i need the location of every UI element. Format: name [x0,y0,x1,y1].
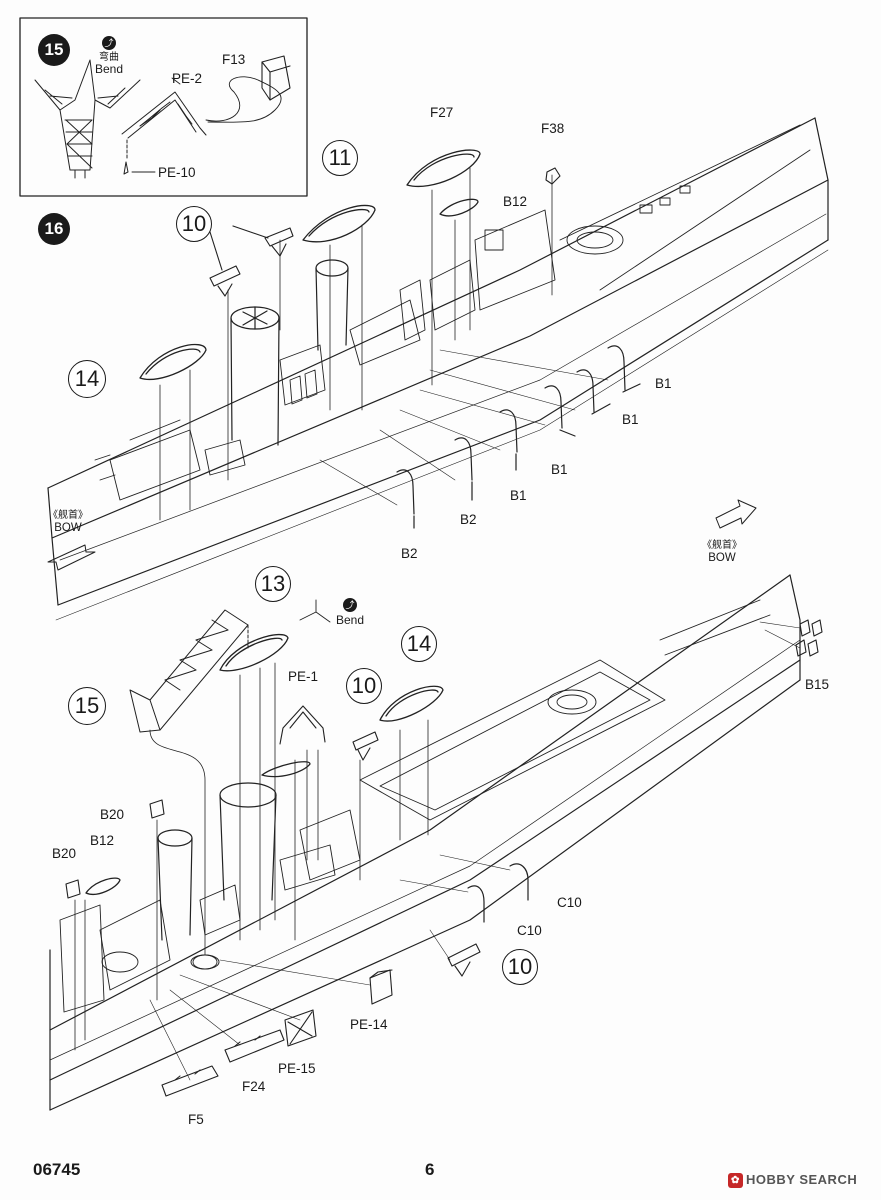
step17-part-f5: F5 [188,1112,204,1127]
step16-part-b1-c: B1 [551,462,568,477]
step17-callout-14: 14 [401,626,437,662]
step17-part-c10-a: C10 [557,895,582,910]
step16-part-b1-b: B1 [622,412,639,427]
bow-label-cn: 《舰首》 [48,510,88,521]
step17-deck-details [59,599,771,1013]
step16-part-b2-a: B2 [460,512,477,527]
step15-pe10-hook [123,161,129,175]
step16-ladders-b1-b2 [319,345,641,529]
step16-callout-10: 10 [176,206,212,242]
bend-label-en: Bend [95,62,124,76]
hobby-search-logo-icon: ✿ [728,1173,743,1189]
step16-hull [47,117,829,621]
step16-funnel-fore [230,306,280,446]
step15-part-pe10: PE-10 [158,165,196,180]
step16-deck-details [94,124,811,501]
step17-b15-parts [759,619,823,657]
step17-part-pe14: PE-14 [350,1017,388,1032]
step16-callout-14: 14 [68,360,106,398]
bend-icon: ⤴ [343,598,358,612]
step17-part-f24: F24 [242,1079,266,1094]
step15-f13-part [261,55,291,101]
page-number: 6 [425,1160,435,1179]
step16-part-b12: B12 [503,194,528,209]
step15-number: 15 [38,34,70,66]
bend-label-en: Bend [336,613,365,627]
step17-bow-arrow-right [715,499,757,529]
step17-pe14-part [369,969,393,1005]
step17-part-b20-b: B20 [52,846,77,861]
bend-label-cn: 弯曲 [99,52,120,63]
bend-icon: ⤴ [102,36,117,50]
step17-funnel-aft [157,829,193,941]
step16-bow-indicator: 《舰首》 BOW [48,509,88,535]
step16-part-b1-d: B1 [510,488,527,503]
step17-bow-indicator: 《舰首》 BOW [702,539,742,565]
step17-bend-note: ⤴ Bend [336,598,364,627]
step17-gun-10 [352,731,481,977]
step16-assembly-lines [159,167,553,521]
step17-callout-15: 15 [68,687,106,725]
step17-part-pe1: PE-1 [288,669,319,684]
step17-f5-part [161,1065,219,1097]
watermark-text: HOBBY SEARCH [746,1172,858,1187]
step16-boats [139,149,481,380]
step16-part-b1-a: B1 [655,376,672,391]
bow-label-en: BOW [708,552,736,564]
step17-callout-10: 10 [346,668,382,704]
step15-inset-frame [19,17,308,197]
step17-hull [49,574,801,1111]
step16-funnel-aft [315,259,349,351]
step17-boats [85,633,444,895]
step15-f13-loop [205,76,282,123]
step17-b20-parts [65,799,165,899]
step15-folded-crane-pe2 [121,91,207,159]
step17-callout-13: 13 [255,566,291,602]
step16-f38-part [545,167,561,185]
step16-number: 16 [38,213,70,245]
step15-flat-crane-pe [34,59,141,179]
step15-part-pe2: PE-2 [172,71,203,86]
step16-part-b2-b: B2 [401,546,418,561]
step17-part-b15: B15 [805,677,830,692]
step16-part-f38: F38 [541,121,565,136]
bow-label-cn: 《舰首》 [702,540,742,551]
step17-funnel-fore [219,782,277,901]
step17-f-leaders [149,929,451,1081]
step15-part-f13: F13 [222,52,246,67]
step17-ladders-c10 [399,854,529,923]
watermark: ✿HOBBY SEARCH [728,1172,858,1189]
step16-part-f27: F27 [430,105,454,120]
step15-leader-pe2 [171,77,181,85]
step17-part-b12: B12 [90,833,115,848]
bow-label-en: BOW [54,522,82,534]
step17-f24-part [224,1029,285,1063]
step16-bow-arrow-left [47,544,96,571]
step17-assembly-lines [74,662,429,1051]
step16-gun-10 [209,225,294,297]
step17-callout-10b: 10 [502,949,538,985]
step17-part-pe15: PE-15 [278,1061,316,1076]
step17-pe15-part [284,1009,317,1047]
step15-bend-note: ⤴ 弯曲 Bend [95,36,123,76]
step17-crane-15 [129,609,249,970]
product-code: 06745 [33,1160,81,1179]
step16-callout-11: 11 [322,140,358,176]
step17-pe1-frame [279,599,331,745]
step17-part-b20-a: B20 [100,807,125,822]
step17-part-c10-b: C10 [517,923,542,938]
